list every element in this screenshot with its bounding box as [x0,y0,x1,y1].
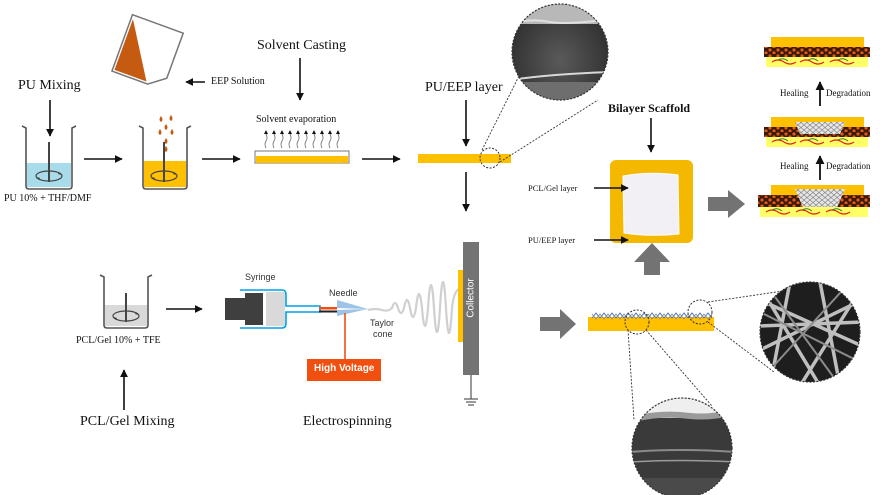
taylor-cone-label-line1: Taylor [370,318,395,328]
wound-healing-stage-1 [764,37,870,67]
stir-bar-rotation-icon [35,170,63,182]
stir-bar-rotation-icon [112,310,140,322]
healing-label-upper: Healing [780,88,809,98]
healing-label-lower: Healing [780,161,809,171]
pcl-beaker-caption: PCL/Gel 10% + TFE [76,335,161,346]
zoom-line [627,329,635,421]
pcl-beaker [99,274,153,329]
evaporation-arrowheads [264,130,340,134]
collector [463,242,479,375]
scaffold-inner-pcl-gel [622,172,680,236]
sem-image-cross-section [632,398,732,495]
degradation-label-lower: Degradation [826,161,871,171]
pu-eep-layer-scaffold-label: PU/EEP layer [528,235,576,245]
eep-solution-label: EEP Solution [211,76,265,87]
pcl-mixing-label: PCL/Gel Mixing [80,414,175,429]
wound-healing-stage-2 [764,117,870,147]
sem-image-nanofibers [760,282,860,382]
eep-beaker [138,125,192,190]
pu-beaker [21,125,77,190]
block-arrow-icon [708,190,745,218]
collector-label: Collector [465,278,477,318]
pu-eep-film [418,154,511,163]
high-voltage-box [307,359,381,381]
sem-frame [759,281,861,383]
syringe-label: Syringe [245,272,276,282]
eep-drops [158,115,174,152]
sem-image-pu-eep [512,4,608,100]
magnify-circle [624,309,650,335]
bilayer-scaffold-title: Bilayer Scaffold [608,101,691,115]
wound-healing-stage-3 [758,185,870,217]
pu-beaker-caption: PU 10% + THF/DMF [4,193,92,204]
zoom-line [645,329,713,407]
pu-mixing-label: PU Mixing [18,78,81,93]
stir-bar-rotation-icon [150,170,178,182]
solvent-evaporation-label: Solvent evaporation [256,114,337,125]
block-arrow-icon [540,309,576,339]
pcl-gel-layer-label: PCL/Gel layer [528,183,578,193]
high-voltage-label: High Voltage [314,363,375,374]
ground-icon [464,375,478,406]
eep-pouring-beaker [110,13,185,85]
fiber-jet [367,281,463,334]
zoom-line [499,99,599,163]
bilayer-strip [588,312,714,331]
magnify-circle [687,299,713,325]
degradation-label-upper: Degradation [826,88,871,98]
magnify-circle [479,147,501,169]
sem-frame [511,3,609,101]
sem-frame [631,397,733,495]
block-arrow-icon [634,243,670,275]
pu-eep-layer-label: PU/EEP layer [425,80,503,95]
evaporation-wisps [264,133,340,149]
needle-label: Needle [329,288,358,298]
taylor-cone-label-line2: cone [373,329,393,339]
electrospinning-label: Electrospinning [303,414,392,429]
collected-fiber-mat [458,270,463,342]
syringe [225,289,368,329]
casting-dish [254,150,350,164]
solvent-casting-label: Solvent Casting [257,38,347,53]
